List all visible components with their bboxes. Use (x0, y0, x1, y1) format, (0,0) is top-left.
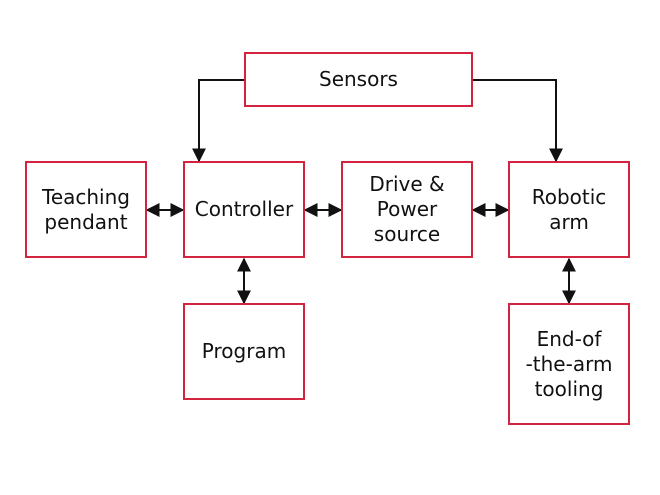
teaching-pendant-label: Teaching pendant (42, 184, 130, 234)
robotic-arm-label: Robotic arm (531, 184, 607, 234)
robotic-arm-box: Robotic arm (508, 161, 630, 258)
drive-power-source-box: Drive & Power source (341, 161, 473, 258)
sensors-label: Sensors (319, 67, 398, 91)
end-of-arm-tooling-label: End-of -the-arm tooling (525, 326, 613, 401)
arrow-sensors-to-controller (192, 79, 244, 163)
drive-power-source-label: Drive & Power source (369, 172, 445, 246)
controller-box: Controller (183, 161, 305, 258)
end-of-arm-tooling-box: End-of -the-arm tooling (508, 303, 630, 425)
arrow-sensors-to-robotic-arm (473, 79, 563, 163)
teaching-pendant-box: Teaching pendant (25, 161, 147, 258)
program-label: Program (201, 339, 287, 363)
program-box: Program (183, 303, 305, 400)
sensors-box: Sensors (244, 52, 473, 107)
controller-label: Controller (194, 197, 294, 221)
